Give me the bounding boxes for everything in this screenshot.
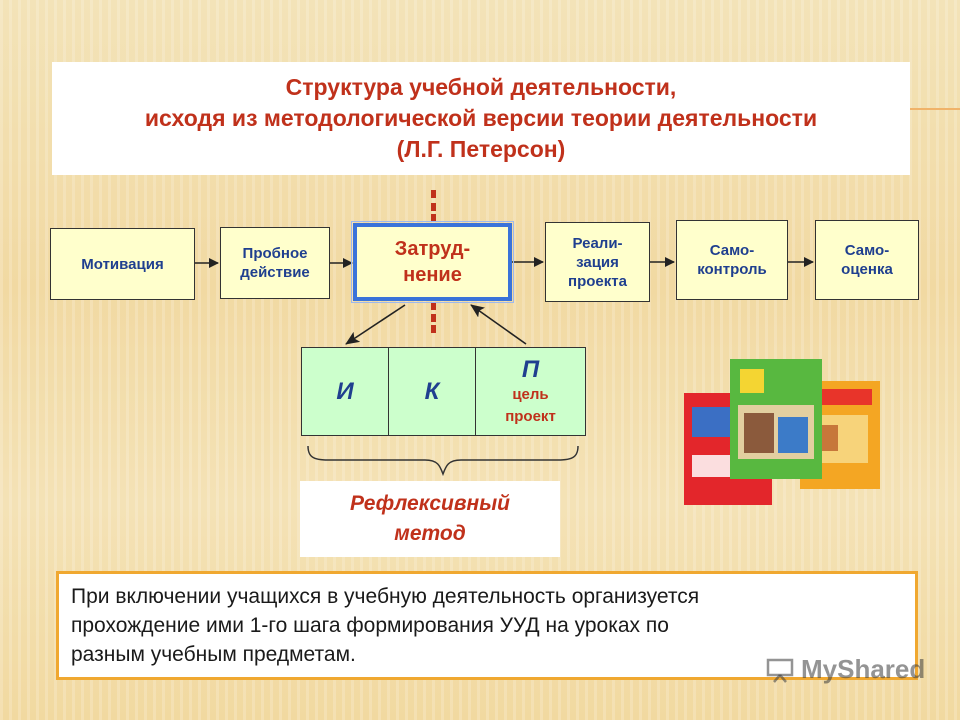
watermark-text: MyShared: [801, 654, 926, 684]
note-line-3: разным учебным предметам.: [71, 643, 356, 666]
stage-label-line: контроль: [697, 261, 767, 278]
dash-mark: [431, 203, 436, 211]
stage-label-line: Затруд-: [394, 238, 471, 260]
dash-mark: [431, 302, 436, 310]
book-covers-image: [684, 359, 880, 505]
arrow-ikp-to-difficulty: [470, 304, 527, 345]
ikp-cell-p: П цель проект: [475, 347, 586, 436]
dash-mark: [431, 325, 436, 333]
stage-trial-action: Пробное действие: [220, 227, 330, 299]
book-cover-green: [730, 359, 822, 479]
stage-label-line: оценка: [841, 261, 893, 278]
dash-mark: [431, 214, 436, 222]
stage-label-line: нение: [403, 264, 462, 286]
note-line-2: прохождение ими 1-го шага формирования У…: [71, 614, 669, 637]
dash-mark: [431, 190, 436, 198]
ikp-cell-k: К: [388, 347, 476, 436]
ikp-letter-i: И: [336, 377, 354, 405]
stage-label-line: Мотивация: [81, 255, 164, 273]
note-box: При включении учащихся в учебную деятель…: [56, 571, 918, 680]
ikp-p-project: проект: [505, 407, 556, 425]
presentation-icon: [766, 658, 794, 683]
stage-label-line: действие: [240, 264, 310, 281]
ikp-p-goal: цель: [512, 385, 549, 403]
curly-brace: [307, 445, 579, 477]
stage-difficulty: Затруд- нение: [351, 221, 514, 303]
stage-motivation: Мотивация: [50, 228, 195, 300]
note-line-1: При включении учащихся в учебную деятель…: [71, 585, 700, 608]
method-line-1: Рефлексивный: [350, 492, 510, 515]
ikp-letter-p: П: [521, 355, 540, 383]
title-line-2: исходя из методологической версии теории…: [144, 105, 818, 131]
stage-self-control: Само- контроль: [676, 220, 788, 300]
dash-mark: [431, 314, 436, 322]
title-box: Структура учебной деятельности, исходя и…: [52, 62, 910, 175]
method-line-2: метод: [394, 522, 466, 545]
stage-label-line: Пробное: [242, 245, 308, 262]
watermark: MyShared: [765, 654, 925, 685]
stage-project-realization: Реали- зация проекта: [545, 222, 650, 302]
stage-label-line: проекта: [568, 272, 627, 290]
stage-label-line: Реали-: [572, 234, 623, 252]
stage-label-line: зация: [576, 253, 619, 271]
ikp-cell-i: И: [301, 347, 389, 436]
reflexive-method-box: Рефлексивный метод: [300, 481, 560, 557]
ikp-letter-k: К: [424, 377, 440, 405]
decorative-accent-line: [910, 108, 960, 110]
title-line-3: (Л.Г. Петерсон): [396, 136, 566, 162]
stage-self-assessment: Само- оценка: [815, 220, 919, 300]
title-line-1: Структура учебной деятельности,: [285, 74, 677, 100]
stage-label-line: Само-: [709, 242, 755, 259]
arrow-difficulty-to-ikp: [345, 304, 406, 345]
stage-label-line: Само-: [844, 242, 890, 259]
